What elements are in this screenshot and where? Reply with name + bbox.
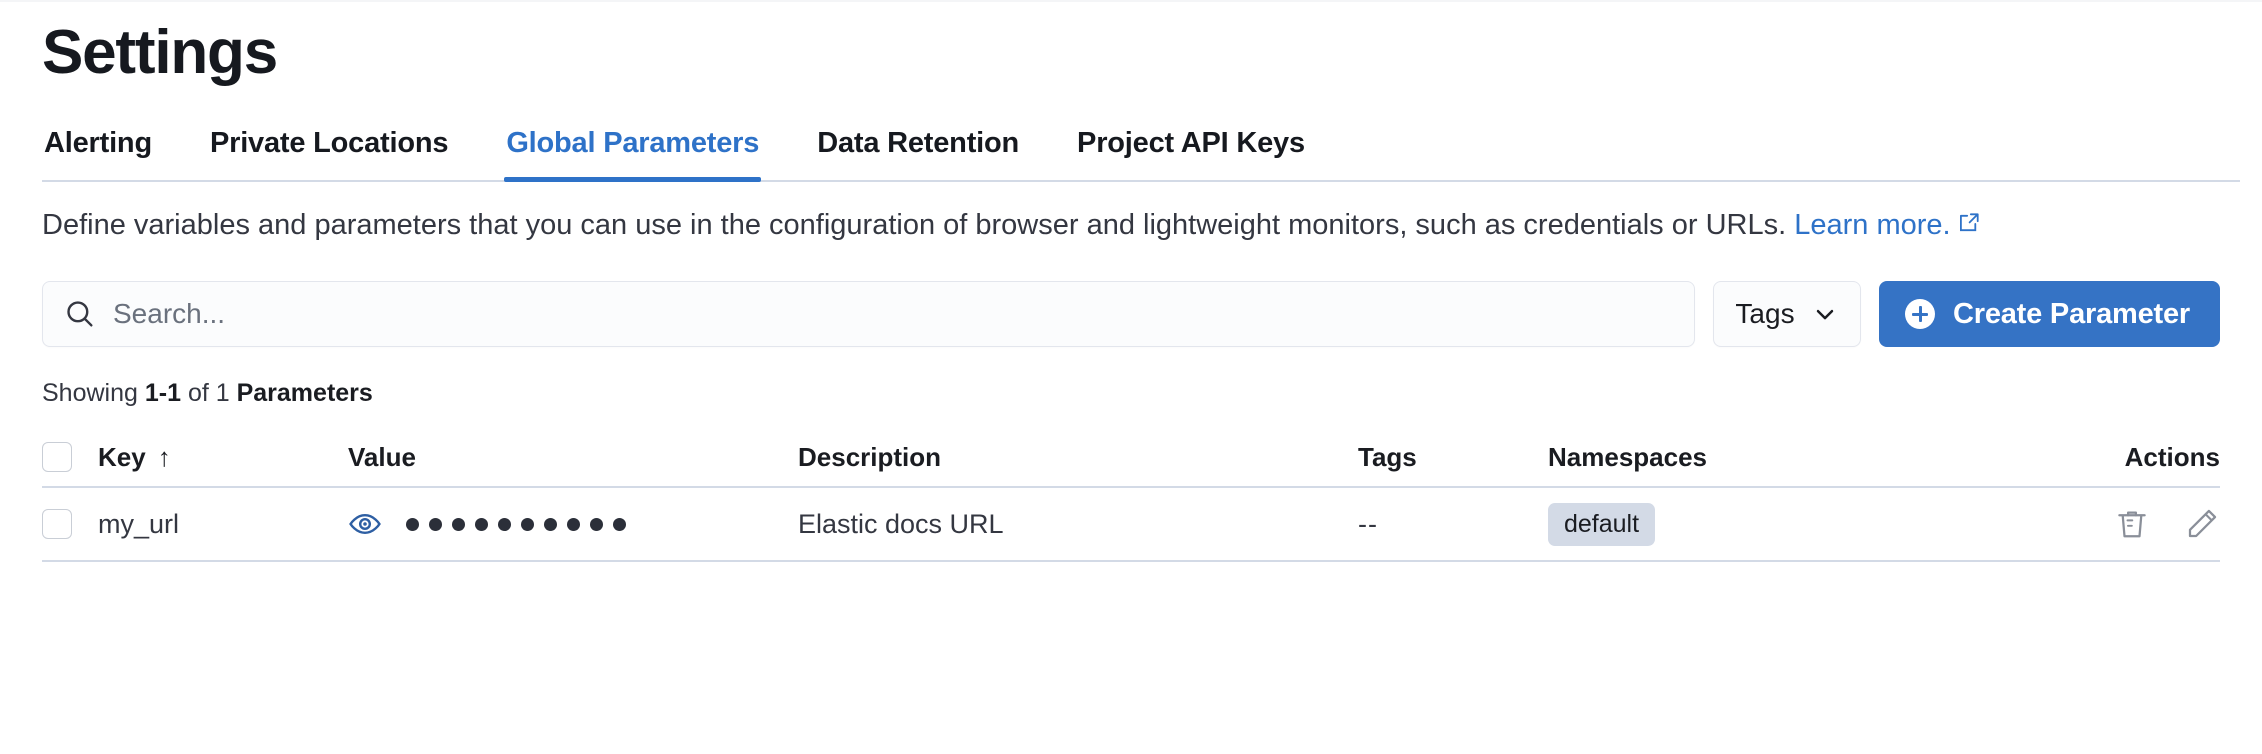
cell-key: my_url (98, 508, 180, 539)
tags-filter-button[interactable]: Tags (1713, 281, 1861, 348)
cell-actions (2070, 506, 2220, 542)
column-header-namespaces: Namespaces (1548, 441, 1707, 472)
pencil-icon[interactable] (2184, 506, 2220, 542)
table-row: my_url Elastic docs URL -- (42, 488, 2220, 563)
tab-alerting[interactable]: Alerting (44, 127, 152, 160)
tab-private-locations[interactable]: Private Locations (209, 127, 449, 160)
tab-global-parameters[interactable]: Global Parameters (504, 119, 762, 183)
create-parameter-label: Create Parameter (1953, 297, 2190, 330)
cell-value (348, 507, 798, 541)
learn-more-link[interactable]: Learn more. (1794, 209, 1951, 242)
search-box[interactable] (42, 281, 1695, 348)
settings-tabs: Alerting Private Locations Global Parame… (42, 119, 2240, 183)
cell-description: Elastic docs URL (798, 508, 1004, 539)
showing-middle: of 1 (181, 379, 237, 408)
column-header-value: Value (348, 441, 416, 472)
column-header-key[interactable]: Key ↑ (98, 442, 348, 473)
masked-value (406, 517, 626, 531)
column-header-description: Description (798, 441, 942, 472)
parameters-table: Key ↑ Value Description Tags Namespaces … (42, 428, 2240, 563)
description-text: Define variables and parameters that you… (42, 209, 1795, 242)
row-select-cell (42, 509, 98, 540)
tags-filter-label: Tags (1735, 298, 1795, 330)
sort-ascending-icon: ↑ (157, 441, 171, 472)
page-title: Settings (42, 18, 278, 87)
trash-icon[interactable] (2114, 506, 2150, 542)
row-select-checkbox[interactable] (42, 509, 72, 540)
cell-namespaces: default (1548, 502, 2070, 546)
column-header-tags: Tags (1358, 441, 1417, 472)
results-count: Showing 1-1 of 1 Parameters (42, 379, 2240, 408)
tags-empty-value: -- (1358, 508, 1378, 539)
external-link-icon[interactable] (1957, 209, 1981, 243)
toolbar: Tags Create Parameter (42, 281, 2240, 348)
showing-prefix: Showing (42, 379, 145, 408)
select-all-checkbox[interactable] (42, 442, 72, 473)
tab-project-api-keys[interactable]: Project API Keys (1077, 127, 1305, 160)
page-description: Define variables and parameters that you… (42, 208, 2182, 243)
chevron-down-icon (1811, 300, 1839, 328)
column-header-key-label: Key (98, 441, 146, 472)
column-header-actions: Actions (2124, 441, 2220, 472)
search-icon (63, 297, 97, 331)
eye-icon[interactable] (348, 507, 382, 541)
tab-data-retention[interactable]: Data Retention (817, 127, 1020, 160)
select-all-cell (42, 442, 98, 473)
search-input[interactable] (113, 298, 1674, 331)
showing-noun: Parameters (236, 379, 373, 408)
create-parameter-button[interactable]: Create Parameter (1879, 281, 2220, 348)
cell-tags: -- (1358, 509, 1548, 540)
plus-circle-icon (1905, 299, 1935, 330)
showing-range: 1-1 (144, 379, 181, 408)
namespace-badge: default (1548, 502, 1656, 546)
table-header-row: Key ↑ Value Description Tags Namespaces … (42, 428, 2220, 489)
